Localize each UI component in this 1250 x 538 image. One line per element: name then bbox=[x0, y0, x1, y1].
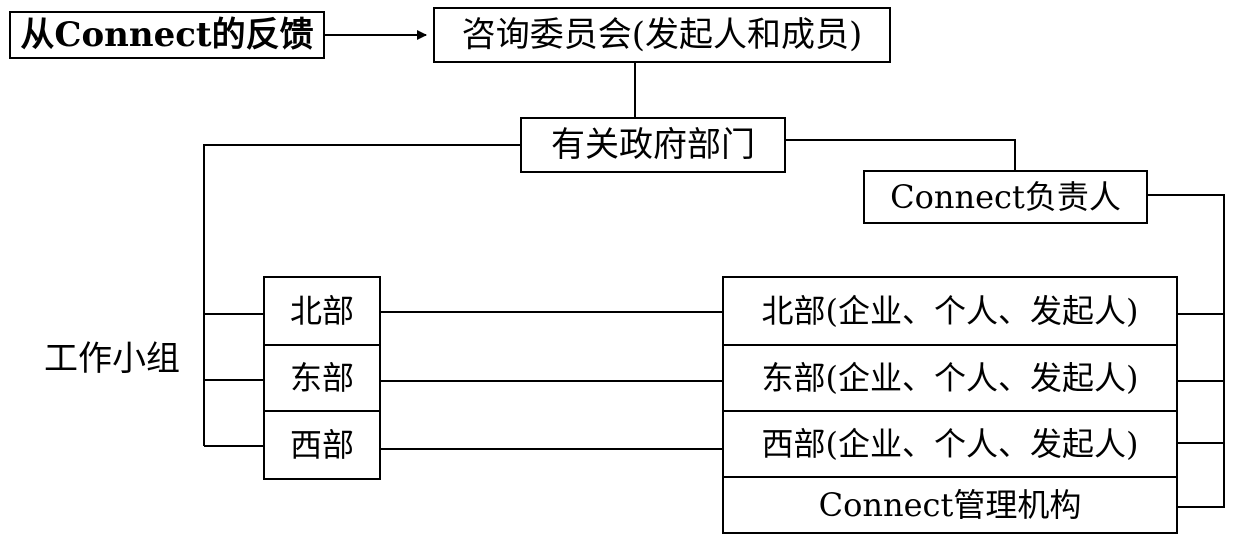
connect-management-label: Connect管理机构 bbox=[818, 486, 1082, 524]
west-detail-box: 西部(企业、个人、发起人) bbox=[722, 410, 1178, 478]
east-detail-label: 东部(企业、个人、发起人) bbox=[761, 359, 1139, 397]
east-detail-box: 东部(企业、个人、发起人) bbox=[722, 344, 1178, 412]
north-region-label: 北部 bbox=[289, 292, 354, 330]
advisory-committee-label: 咨询委员会(发起人和成员) bbox=[461, 15, 863, 55]
government-to-connect-head-line bbox=[785, 139, 1016, 170]
connect-head-box: Connect负责人 bbox=[863, 170, 1148, 224]
west-region-label: 西部 bbox=[289, 426, 354, 464]
feedback-label: 从Connect的反馈 bbox=[20, 15, 314, 55]
connect-head-label: Connect负责人 bbox=[890, 178, 1121, 216]
government-departments-box: 有关政府部门 bbox=[520, 117, 786, 173]
east-region-label: 东部 bbox=[289, 359, 354, 397]
working-group-label: 工作小组 bbox=[44, 339, 180, 379]
connect-head-bracket-line bbox=[1147, 194, 1225, 508]
west-region-box: 西部 bbox=[263, 410, 381, 480]
west-detail-label: 西部(企业、个人、发起人) bbox=[761, 425, 1139, 463]
north-detail-label: 北部(企业、个人、发起人) bbox=[761, 292, 1139, 330]
east-region-box: 东部 bbox=[263, 344, 381, 412]
feedback-box: 从Connect的反馈 bbox=[9, 11, 325, 59]
north-region-box: 北部 bbox=[263, 276, 381, 346]
government-departments-label: 有关政府部门 bbox=[551, 125, 755, 165]
connect-management-box: Connect管理机构 bbox=[722, 476, 1178, 534]
north-detail-box: 北部(企业、个人、发起人) bbox=[722, 276, 1178, 346]
advisory-committee-box: 咨询委员会(发起人和成员) bbox=[433, 7, 891, 63]
government-to-working-group-line bbox=[203, 144, 520, 446]
